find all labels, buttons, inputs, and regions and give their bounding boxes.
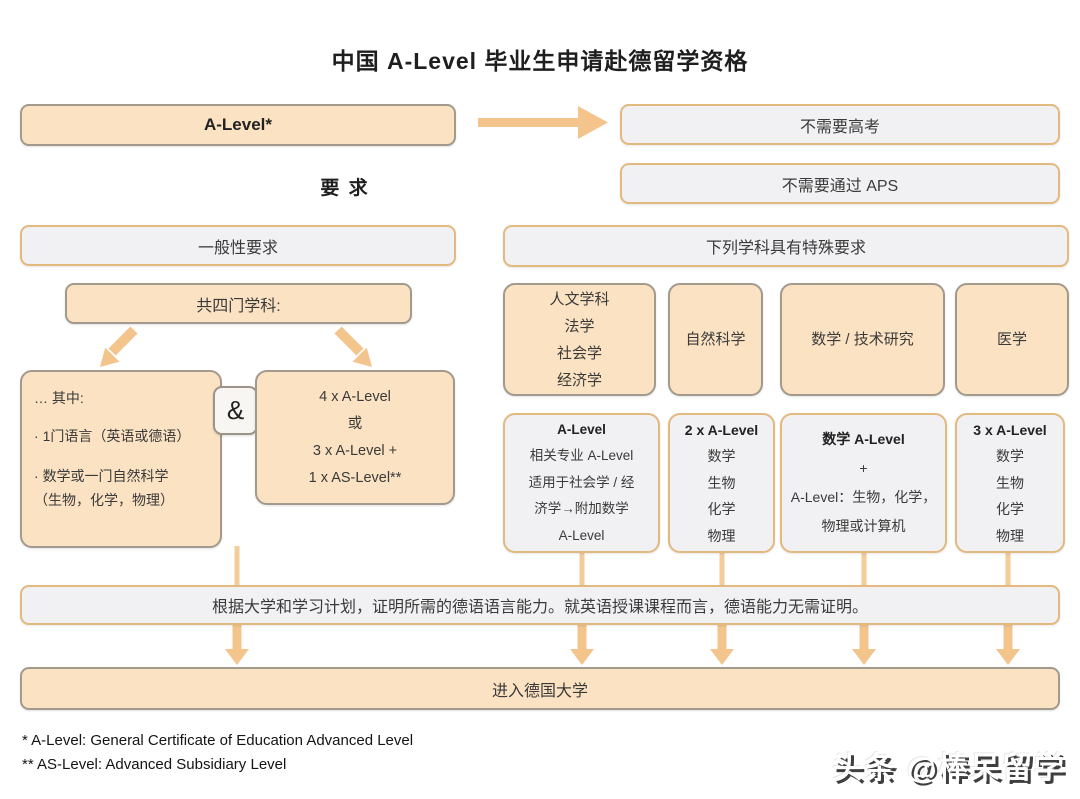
subject-medicine-box: 医学 — [955, 283, 1069, 396]
arrow-down-left-icon — [100, 326, 138, 367]
and-symbol: & — [213, 386, 258, 435]
no-gaokao-box: 不需要高考 — [620, 104, 1060, 145]
four-subjects-box: 共四门学科: — [65, 283, 412, 324]
subject-natural-science-box: 自然科学 — [668, 283, 763, 396]
among-which-box: … 其中: · 1门语言（英语或德语） · 数学或一门自然科学 （生物，化学，物… — [20, 370, 222, 548]
subject-humanities-box: 人文学科 法学 社会学 经济学 — [503, 283, 656, 396]
footnote-aslevel: ** AS-Level: Advanced Subsidiary Level — [22, 756, 287, 773]
detail-natural-science-box: 2 x A-Level 数学 生物 化学 物理 — [668, 413, 775, 553]
special-requirements-box: 下列学科具有特殊要求 — [503, 225, 1069, 267]
down-arrows — [225, 623, 1020, 665]
combo-line: 或 — [347, 415, 363, 432]
general-requirements-box: 一般性要求 — [20, 225, 456, 266]
bullet-icon: · — [34, 468, 39, 484]
alevel-box: A-Level* — [20, 104, 456, 146]
alevel-combination-box: 4 x A-Level 或 3 x A-Level + 1 x AS-Level… — [255, 370, 455, 505]
combo-line: 1 x AS-Level** — [308, 469, 402, 486]
no-aps-box: 不需要通过 APS — [620, 163, 1060, 204]
arrow-down-right-icon — [334, 326, 372, 367]
requirement-label: 要 求 — [320, 178, 370, 199]
among-header: … 其中: — [34, 390, 84, 406]
detail-title: 数学 A-Level — [822, 431, 905, 447]
watermark: 头条 @棒呆留学 — [832, 752, 1066, 785]
among-item-science: · 数学或一门自然科学 — [34, 468, 169, 484]
enter-german-university-bar: 进入德国大学 — [20, 667, 1060, 710]
arrow-right-icon — [478, 106, 608, 139]
footnote-alevel: * A-Level: General Certificate of Educat… — [22, 732, 414, 749]
among-item-science-cont: （生物，化学，物理） — [34, 492, 174, 508]
detail-title: A-Level — [557, 421, 606, 437]
detail-title: 3 x A-Level — [973, 421, 1047, 438]
vertical-connectors — [234, 546, 1011, 586]
combo-line: 4 x A-Level — [319, 388, 391, 405]
language-requirement-bar: 根据大学和学习计划，证明所需的德语语言能力。就英语授课课程而言，德语能力无需证明… — [20, 585, 1060, 625]
combo-line: 3 x A-Level + — [312, 442, 398, 459]
detail-math-tech-box: 数学 A-Level + A-Level：生物，化学， 物理或计算机 — [780, 413, 947, 553]
detail-humanities-box: A-Level 相关专业 A-Level 适用于社会学 / 经 济学→附加数学 … — [503, 413, 660, 553]
among-item-language: · 1门语言（英语或德语） — [34, 428, 191, 444]
subject-math-tech-box: 数学 / 技术研究 — [780, 283, 945, 396]
detail-medicine-box: 3 x A-Level 数学 生物 化学 物理 — [955, 413, 1065, 553]
detail-title: 2 x A-Level — [684, 421, 759, 438]
page-title: 中国 A-Level 毕业生申请赴德留学资格 — [331, 48, 749, 74]
bullet-icon: · — [34, 428, 39, 444]
